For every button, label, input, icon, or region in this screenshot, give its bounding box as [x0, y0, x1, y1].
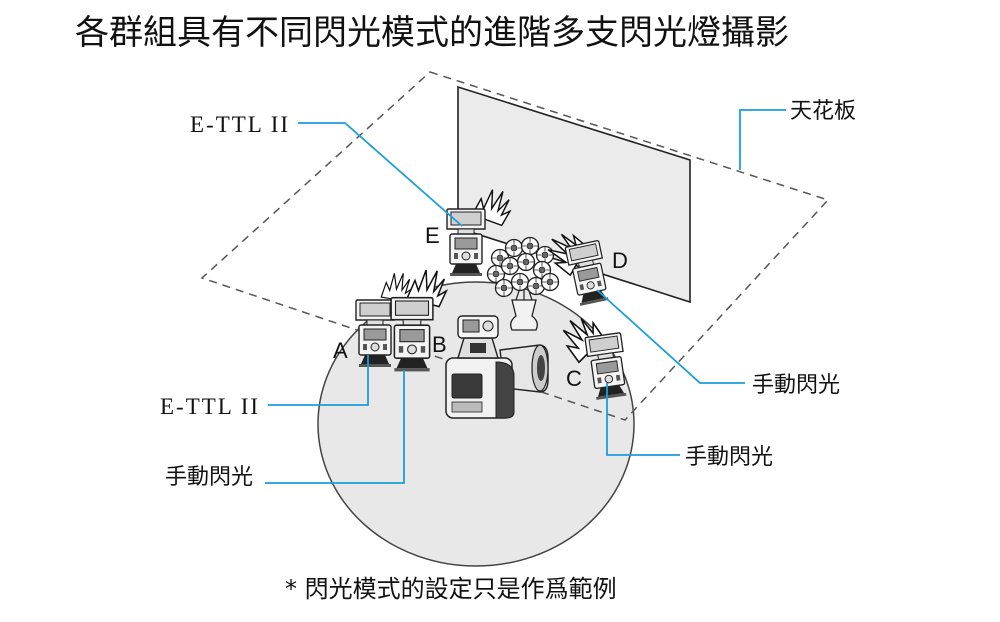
leader-line-d	[596, 289, 745, 384]
leader-line-c	[606, 383, 680, 456]
group-letter-a: A	[333, 338, 348, 363]
flower-vase-icon	[486, 236, 560, 331]
page-title: 各群組具有不同閃光模式的進階多支閃光燈攝影	[75, 13, 789, 53]
camera-icon	[445, 315, 549, 419]
speedlite-icon	[446, 208, 486, 277]
leader-line-a	[268, 355, 369, 406]
group-letter-c: C	[566, 366, 582, 391]
leader-line-e	[298, 122, 463, 227]
label-group-a-mode: E-TTL II	[160, 394, 260, 419]
label-group-b-mode: 手動閃光	[165, 465, 253, 490]
leader-line-b	[265, 370, 405, 484]
leader-line-ceiling	[739, 109, 786, 170]
label-group-c-mode: 手動閃光	[685, 445, 773, 470]
ceiling-plane	[200, 71, 830, 421]
footnote: * 閃光模式的設定只是作爲範例	[285, 575, 617, 603]
background-wall	[457, 85, 691, 304]
label-group-e-mode: E-TTL II	[190, 112, 290, 137]
group-letter-e: E	[425, 223, 440, 248]
group-letter-b: B	[432, 332, 447, 357]
group-letter-d: D	[612, 248, 628, 273]
label-group-d-mode: 手動閃光	[752, 373, 840, 398]
label-ceiling: 天花板	[790, 99, 856, 124]
